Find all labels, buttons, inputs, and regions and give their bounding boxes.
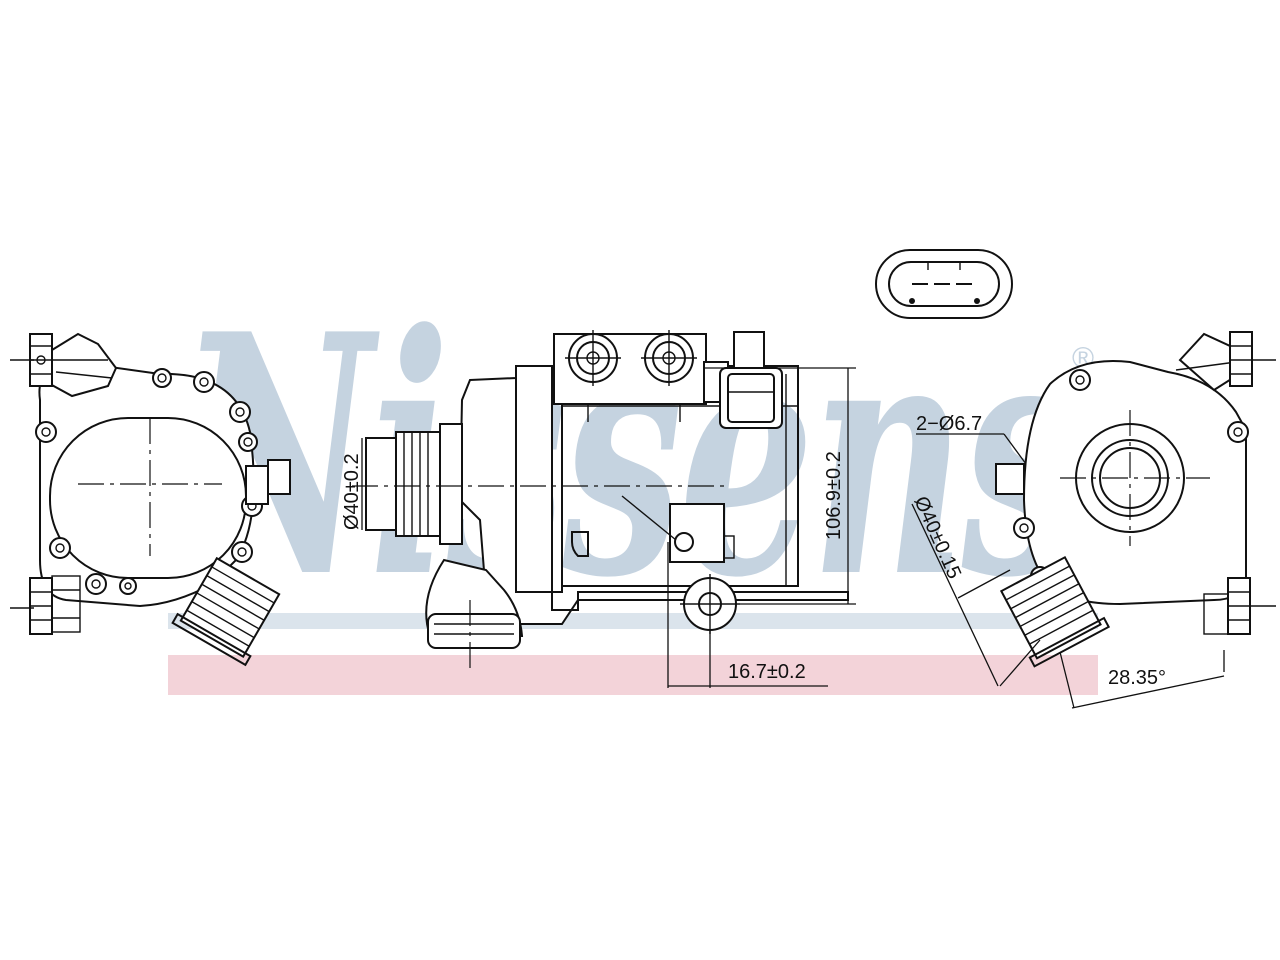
dimension-offset: 16.7±0.2 [667, 542, 828, 688]
right-outlet-pipe [999, 555, 1111, 668]
label-holes: 2−Ø6.7 [916, 413, 982, 435]
left-bolt-bosses [35, 368, 263, 595]
center-inlet-pipe [365, 423, 463, 545]
left-bottom-nut [29, 575, 81, 635]
connector-pins [909, 262, 980, 304]
electrical-connector-plug [875, 249, 1013, 319]
dimension-height: 106.9±0.2 [704, 367, 856, 605]
brand-watermark: Nissens ® [168, 262, 1098, 695]
watermark-pink-stripe [168, 655, 1098, 695]
center-view-pump [352, 330, 849, 668]
top-port-left [565, 330, 621, 386]
bottom-port [680, 574, 740, 634]
label-height: 106.9±0.2 [823, 451, 845, 540]
dimension-angle: 28.35° [1059, 650, 1225, 709]
watermark-blue-stripe [168, 613, 1098, 629]
top-port-right [641, 330, 697, 386]
sensor-plug [719, 331, 783, 429]
right-view-pump [995, 331, 1276, 668]
left-view-pump [10, 332, 291, 667]
label-inlet-diameter: Ø40±0.2 [341, 453, 363, 530]
dimension-holes: 2−Ø6.7 [916, 413, 1027, 465]
label-angle: 28.35° [1108, 667, 1166, 689]
dimension-inlet-diameter: Ø40±0.2 [341, 438, 363, 530]
label-offset: 16.7±0.2 [728, 661, 806, 683]
left-outlet-pipe [171, 556, 281, 667]
